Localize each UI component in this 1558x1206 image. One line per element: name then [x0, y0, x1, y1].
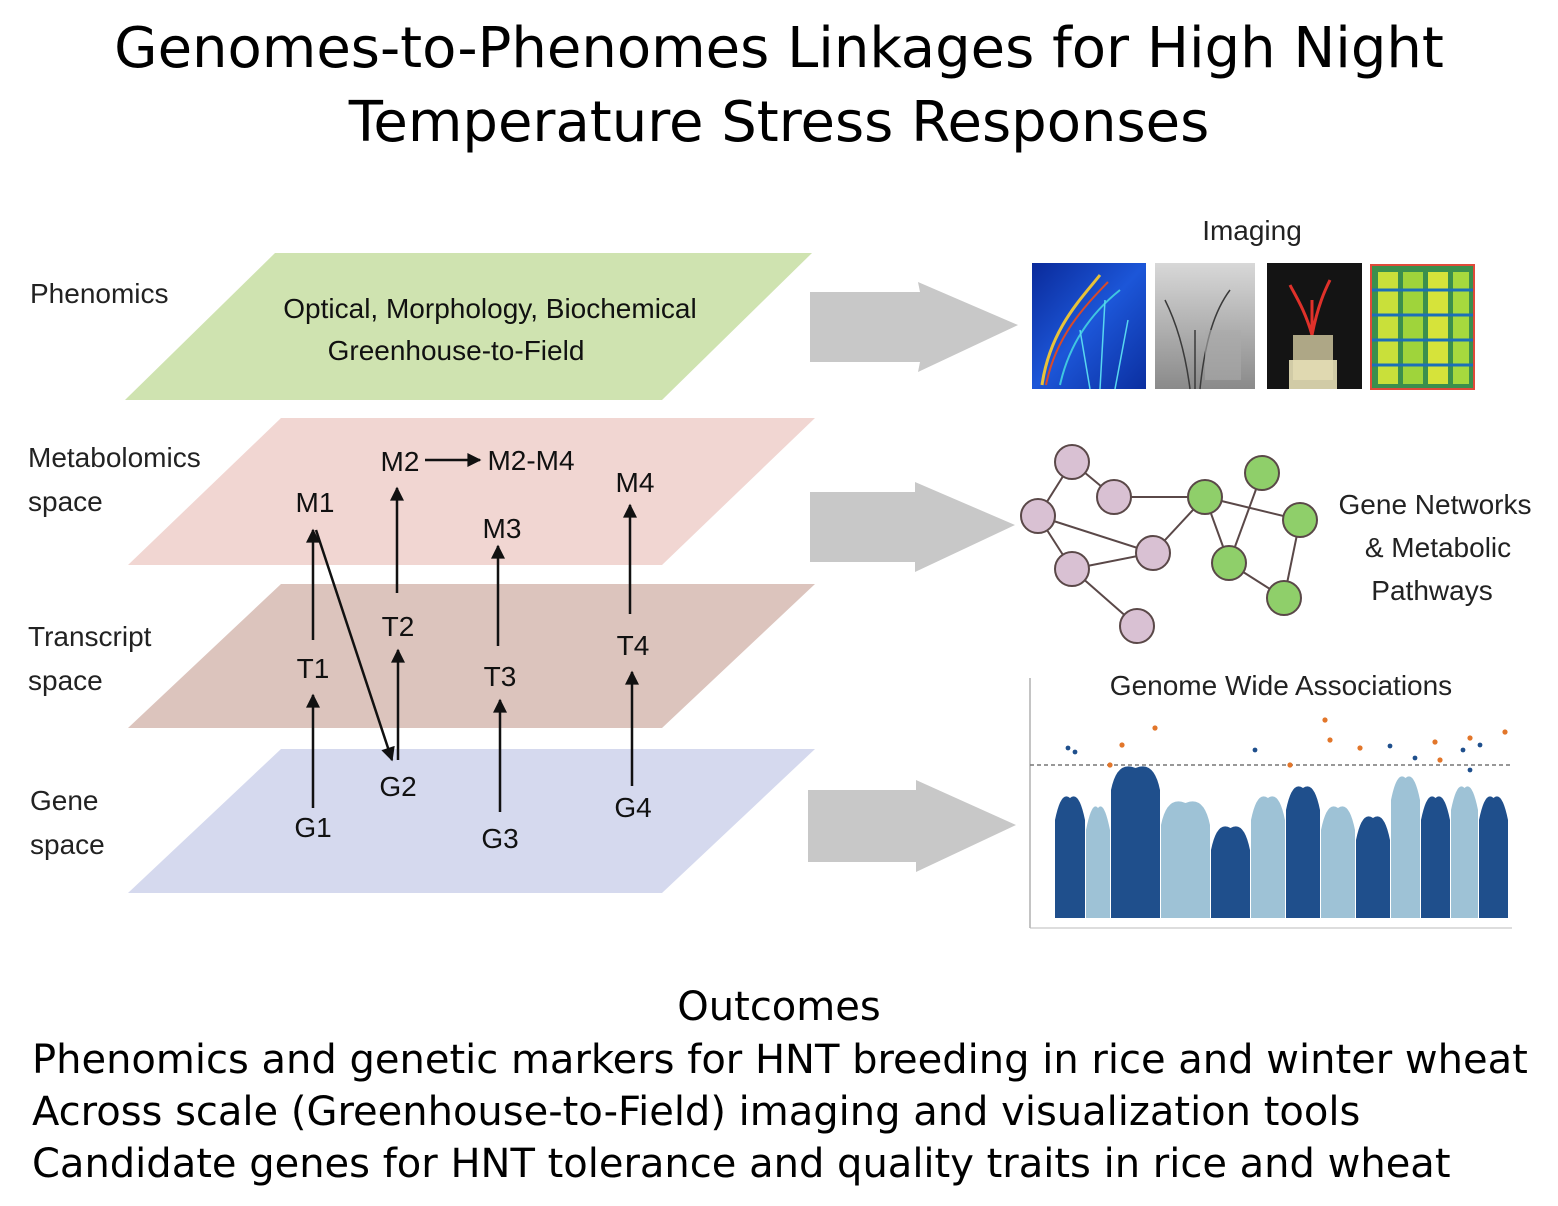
transcript-space-label: space [28, 665, 103, 696]
manhattan-hit [1502, 729, 1508, 735]
outcome-item-2: Across scale (Greenhouse-to-Field) imagi… [32, 1089, 1361, 1135]
manhattan-column [1451, 786, 1478, 918]
manhattan-column [1286, 786, 1320, 918]
manhattan-point [1477, 742, 1483, 748]
network-node [1282, 502, 1318, 538]
grayscale-image [1155, 263, 1255, 390]
node-g2: G2 [379, 771, 416, 802]
manhattan-column [1211, 826, 1250, 918]
node-m2: M2 [381, 446, 420, 477]
node-m4: M4 [616, 467, 655, 498]
phenomics-text-2: Greenhouse-to-Field [328, 335, 585, 366]
pathway-arrows [306, 453, 639, 812]
metabolomics-space-label: space [28, 486, 103, 517]
manhattan-point [1387, 743, 1393, 749]
outcome-item-3: Candidate genes for HNT tolerance and qu… [32, 1141, 1451, 1187]
manhattan-hit [1437, 757, 1443, 763]
node-m1: M1 [296, 487, 335, 518]
networks-label-1: Gene Networks [1339, 489, 1532, 520]
network-node [1244, 455, 1280, 491]
manhattan-point [1460, 747, 1466, 753]
outcomes-heading: Outcomes [677, 984, 881, 1030]
gene-space-label: space [30, 829, 105, 860]
manhattan-column [1356, 816, 1390, 918]
phenomics-text-1: Optical, Morphology, Biochemical [283, 293, 696, 324]
manhattan-column [1421, 796, 1450, 918]
node-t1: T1 [297, 653, 330, 684]
manhattan-point [1412, 755, 1418, 761]
gene-network [1020, 444, 1318, 644]
imaging-thumbnails [1032, 263, 1475, 390]
node-g4: G4 [614, 792, 651, 823]
network-node [1020, 498, 1056, 534]
manhattan-hit [1357, 745, 1363, 751]
manhattan-column [1161, 801, 1210, 918]
arrow-m1-g2 [314, 529, 395, 762]
transcript-label: Transcript [28, 621, 152, 652]
metabolomics-plane [128, 418, 815, 565]
title-line-2: Temperature Stress Responses [348, 90, 1210, 155]
network-node [1266, 580, 1302, 616]
metabolomics-label: Metabolomics [28, 442, 201, 473]
gray-arrow-gene [808, 780, 1016, 872]
hyperspectral-image [1032, 263, 1146, 390]
field-plot-image [1370, 264, 1475, 390]
manhattan-hit [1107, 762, 1113, 768]
manhattan-hit [1119, 742, 1125, 748]
node-t2: T2 [382, 611, 415, 642]
networks-label-2: & Metabolic [1365, 532, 1511, 563]
manhattan-hit [1432, 739, 1438, 745]
slide-title: Genomes-to-Phenomes Linkages for High Ni… [0, 12, 1558, 160]
manhattan-point [1065, 745, 1071, 751]
node-g3: G3 [481, 823, 518, 854]
network-node [1135, 535, 1171, 571]
gray-arrow-metabolomics [810, 482, 1015, 572]
network-node [1054, 444, 1090, 480]
manhattan-column [1086, 806, 1110, 918]
network-node [1187, 479, 1223, 515]
node-m2-m4: M2-M4 [487, 445, 574, 476]
manhattan-hit [1152, 725, 1158, 731]
manhattan-plot [1029, 678, 1512, 929]
manhattan-column [1111, 766, 1160, 918]
node-t4: T4 [617, 630, 650, 661]
manhattan-hit [1467, 735, 1473, 741]
gwas-label: Genome Wide Associations [1110, 670, 1452, 701]
transcript-plane [128, 584, 815, 728]
title-line-1: Genomes-to-Phenomes Linkages for High Ni… [114, 16, 1444, 81]
network-node [1054, 551, 1090, 587]
phenomics-label: Phenomics [30, 278, 169, 309]
outcome-item-1: Phenomics and genetic markers for HNT br… [32, 1037, 1528, 1083]
gene-plane [128, 749, 815, 893]
manhattan-column [1055, 796, 1085, 918]
node-g1: G1 [294, 812, 331, 843]
network-node [1211, 545, 1247, 581]
node-t3: T3 [484, 661, 517, 692]
network-node [1119, 608, 1155, 644]
manhattan-point [1072, 749, 1078, 755]
manhattan-hit [1287, 762, 1293, 768]
gene-label: Gene [30, 785, 99, 816]
outcomes-section: Outcomes Phenomics and genetic markers f… [0, 980, 1558, 1190]
manhattan-column [1251, 796, 1285, 918]
manhattan-column [1391, 776, 1420, 918]
gray-arrow-phenomics [810, 282, 1018, 372]
manhattan-point [1467, 767, 1473, 773]
network-node [1096, 479, 1132, 515]
networks-label-3: Pathways [1371, 575, 1492, 606]
manhattan-column [1479, 796, 1508, 918]
manhattan-column [1321, 806, 1355, 918]
node-m3: M3 [483, 513, 522, 544]
manhattan-hit [1322, 717, 1328, 723]
manhattan-point [1252, 747, 1258, 753]
imaging-label: Imaging [1202, 215, 1302, 246]
phenomics-plane [125, 253, 812, 400]
fluorescence-image [1267, 263, 1362, 389]
manhattan-hit [1327, 737, 1333, 743]
